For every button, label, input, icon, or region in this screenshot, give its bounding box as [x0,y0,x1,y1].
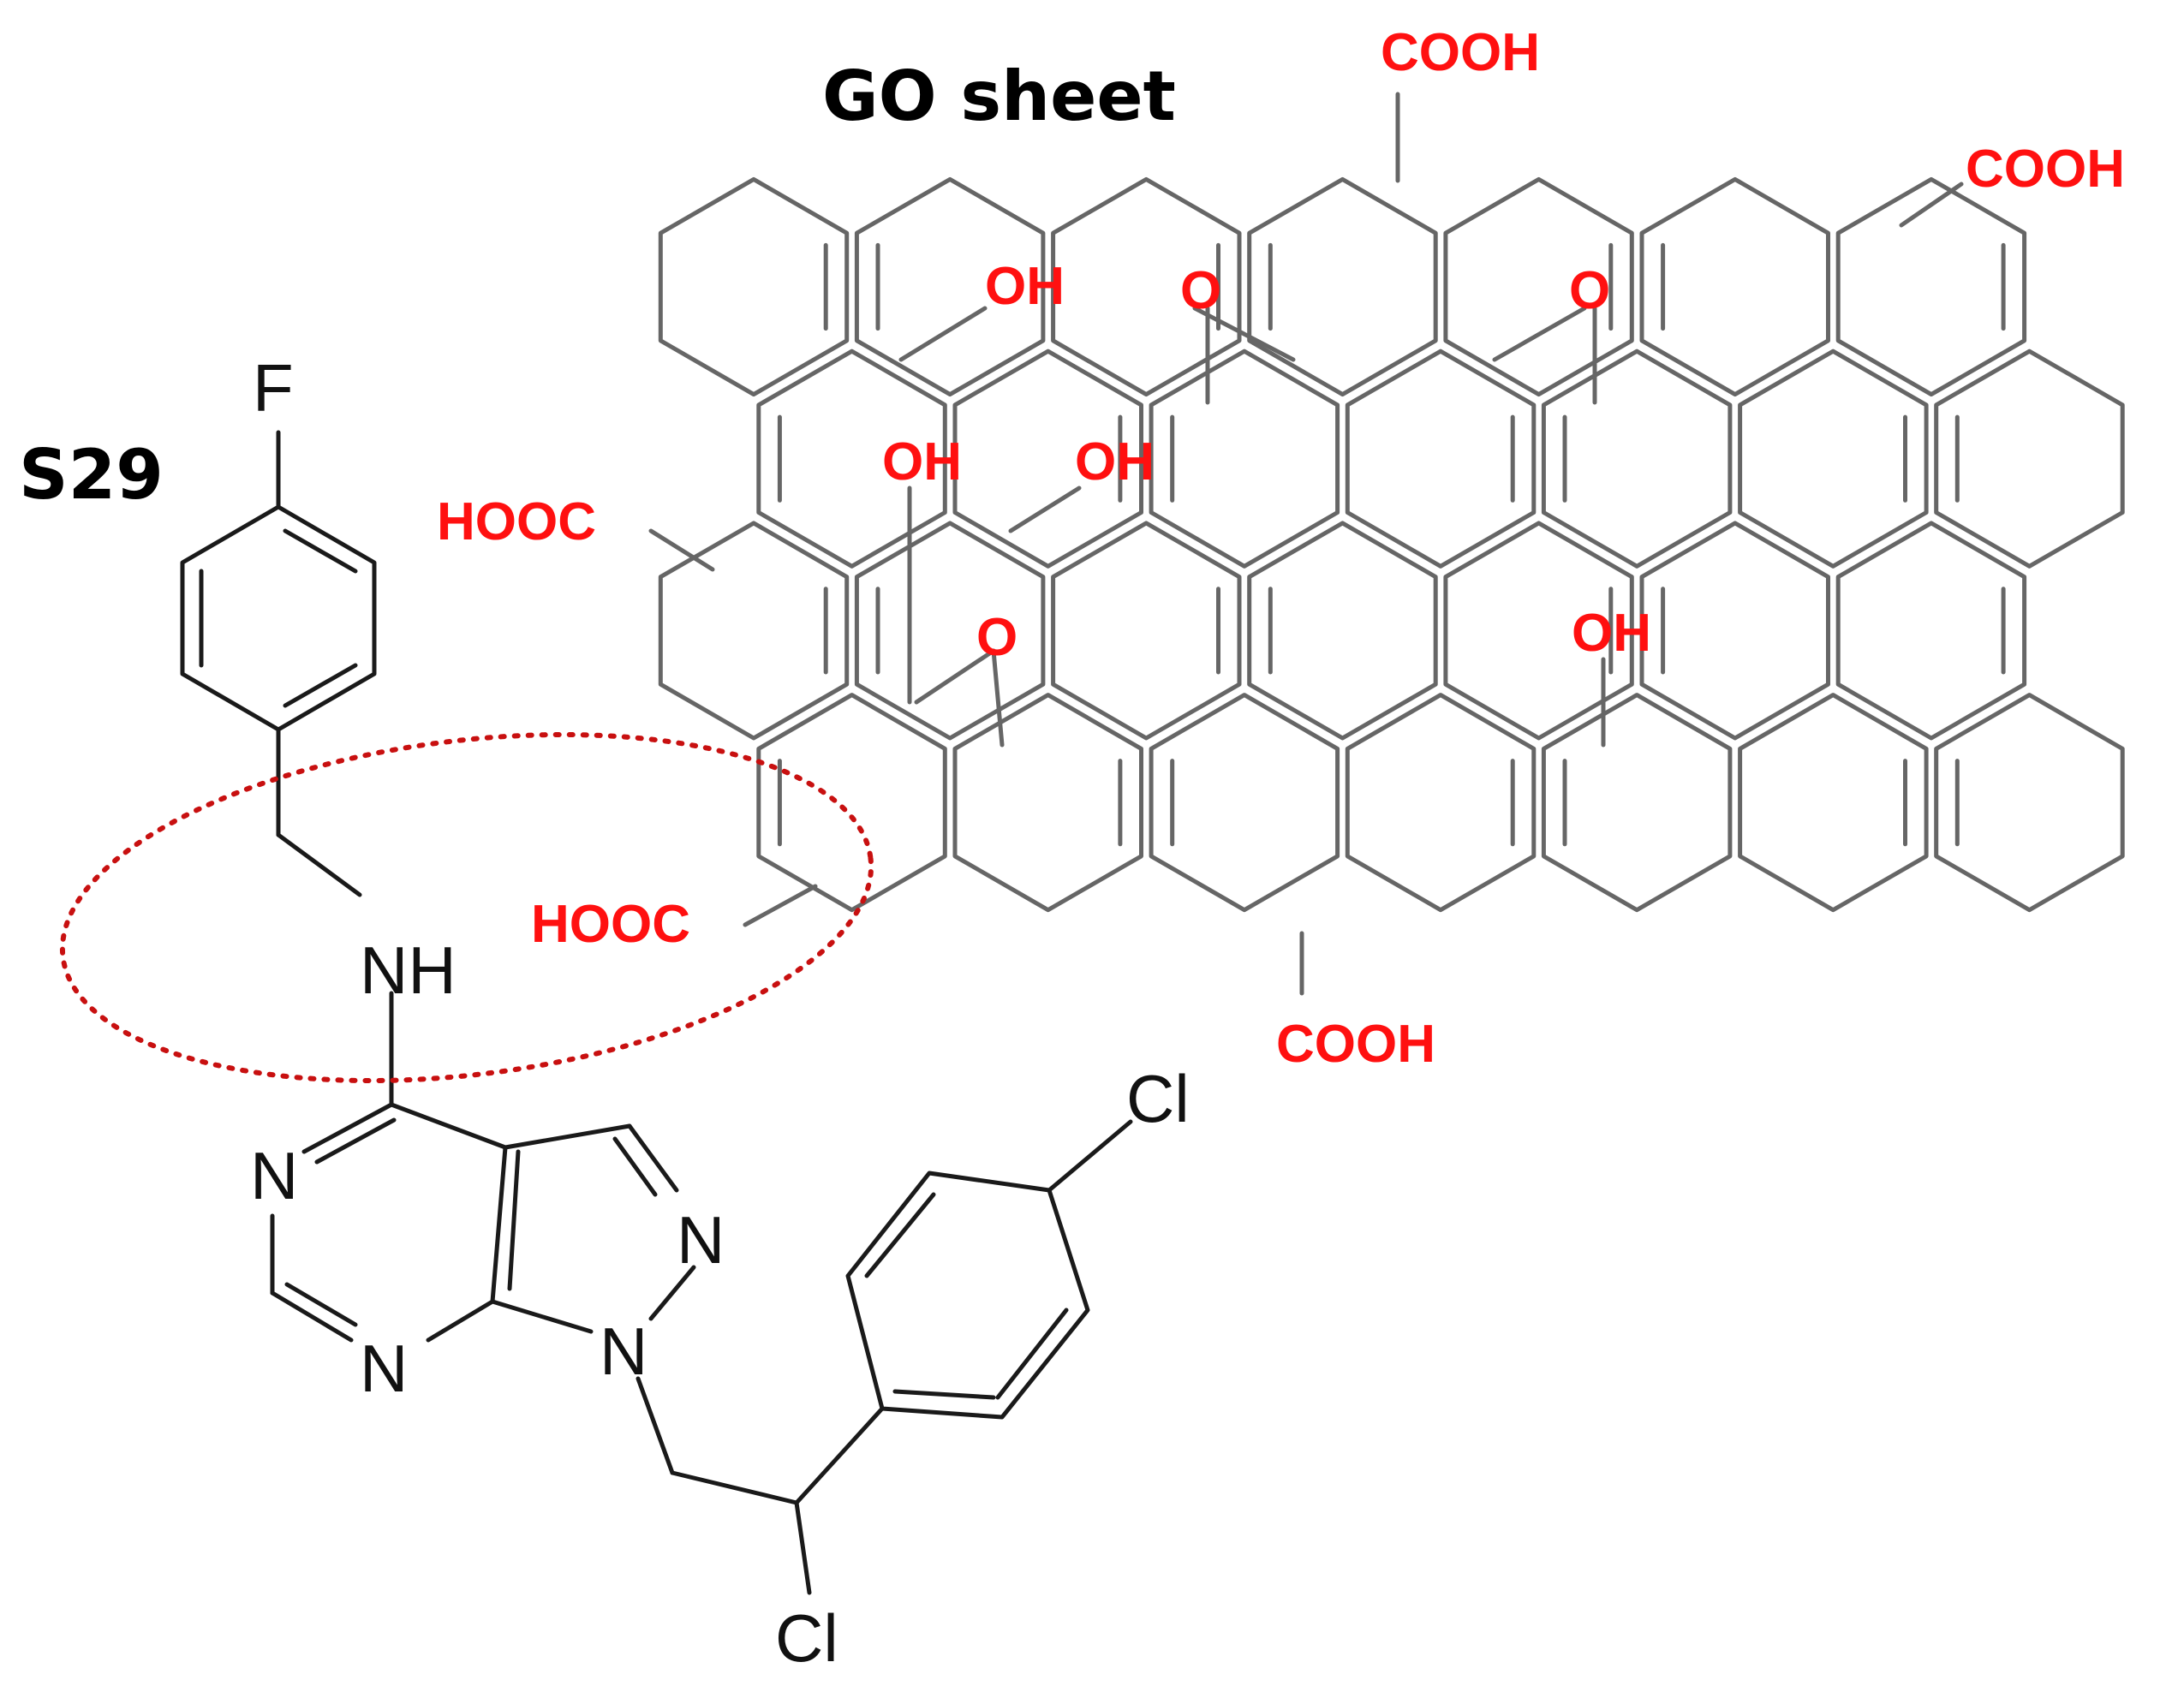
go-hexagon-ring [1934,693,2125,913]
pyrazole-n-bottom: N [600,1314,647,1389]
epoxide-label-1: O [1180,261,1221,320]
fluorine-atom: F [253,350,294,426]
go-hexagon-ring [658,176,850,397]
go-hexagon-ring [1247,521,1438,741]
go-hexagon-ring [1443,521,1634,741]
go-hexagon-ring [756,349,947,569]
go-sheet-lattice [658,176,2125,913]
cooh-bottom-label: COOH [1276,1015,1435,1074]
go-hexagon-ring [854,176,1046,397]
go-hexagon-ring [1149,693,1340,913]
go-hexagon-ring [756,693,947,913]
go-hexagon-ring [1639,521,1830,741]
go-hexagon-ring [1051,521,1242,741]
cooh-top-right-label: COOH [1966,140,2125,199]
go-hexagon-ring [1149,349,1340,569]
interaction-highlight-ellipse [59,731,874,1084]
go-sheet-title: GO sheet [822,57,1176,136]
go-hexagon-ring [952,349,1143,569]
go-hexagon-ring [1247,176,1438,397]
oh-label-1: OH [985,257,1065,316]
go-hexagon-ring [1541,349,1733,569]
go-hexagon-ring [1345,349,1537,569]
go-hexagon-ring [1738,349,1929,569]
amine-nh: NH [360,932,456,1008]
go-hexagon-ring [1639,176,1830,397]
go-hexagon-ring [1835,521,2027,741]
oh-label-3: OH [1075,432,1155,492]
pyrazole-n-right: N [677,1202,725,1278]
go-hexagon-ring [1541,693,1733,913]
go-substituent-bonds [648,92,1964,996]
go-hexagon-ring [952,693,1143,913]
go-hexagon-ring [1345,693,1537,913]
go-functional-labels: COOH COOH COOH HOOC HOOC OH OH OH OH O O… [437,23,2125,1074]
hooc-left-upper-label: HOOC [437,492,596,551]
chlorine-aryl: Cl [1126,1061,1190,1136]
go-hexagon-ring [1738,693,1929,913]
go-hexagon-ring [1835,176,2027,397]
oh-label-4: OH [1572,604,1651,663]
s29-title: S29 [19,435,164,515]
cooh-top-center-label: COOH [1381,23,1540,82]
hooc-left-lower-label: HOOC [531,895,690,954]
epoxide-label-3: O [976,608,1017,667]
go-hexagon-ring [854,521,1046,741]
fluorophenyl-inner-double-bonds [199,528,358,708]
fluorophenyl-ring [180,504,377,732]
s29-molecule [180,430,1133,1595]
s29-atom-labels: F NH N N N N Cl Cl [250,350,1190,1676]
chlorine-alkyl: Cl [775,1600,838,1676]
go-hexagon-ring [1051,176,1242,397]
go-hexagon-ring [1443,176,1634,397]
go-hexagon-ring [658,521,850,741]
epoxide-label-2: O [1569,261,1610,320]
oh-label-2: OH [882,432,962,492]
chlorophenyl-ring [845,1171,1090,1420]
pyrimidine-n-bottom: N [360,1331,408,1406]
go-hexagon-ring [1934,349,2125,569]
pyrimidine-n-top: N [250,1138,298,1213]
chlorophenyl-inner-double-bonds [864,1192,1069,1400]
